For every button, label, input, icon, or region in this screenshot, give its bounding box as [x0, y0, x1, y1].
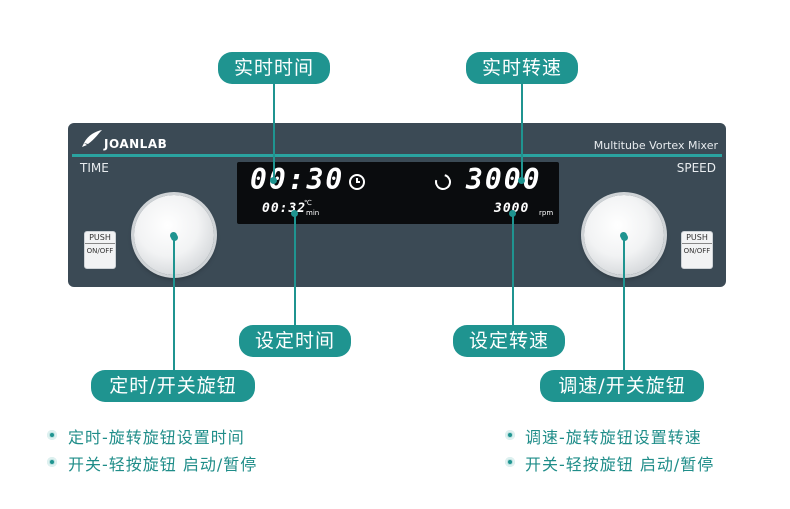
realtime-speed-callout: 实时转速 [466, 52, 578, 84]
bullet-icon [47, 430, 57, 440]
lcd-display [237, 162, 559, 224]
bullet-icon [505, 430, 515, 440]
bullet-icon [505, 457, 515, 467]
brand-logo-text: JOANLAB [104, 137, 168, 151]
product-name: Multitube Vortex Mixer [593, 139, 718, 152]
knob-indicator [621, 234, 628, 241]
desc-right-1: 调速-旋转旋钮设置转速 [525, 428, 702, 447]
off-label: OFF [696, 247, 711, 255]
leader-realtime-speed [521, 84, 523, 180]
timer-push-button[interactable]: PUSH ON/OFF [84, 231, 116, 269]
knob-indicator [171, 234, 178, 241]
rpm-unit: rpm [539, 209, 554, 217]
push-label: PUSH [85, 232, 115, 244]
leader-dot [518, 177, 525, 184]
leader-set-time [294, 213, 296, 326]
desc-left-1: 定时-旋转旋钮设置时间 [68, 428, 245, 447]
off-label: OFF [99, 247, 114, 255]
leader-timer-knob [173, 237, 175, 371]
on-label: ON [86, 247, 98, 255]
realtime-time-value: 00:30 [250, 163, 345, 196]
realtime-time-callout: 实时时间 [218, 52, 330, 84]
fish-logo-icon [82, 130, 102, 147]
bullet-icon [47, 457, 57, 467]
speed-push-button[interactable]: PUSH ON/OFF [681, 231, 713, 269]
leader-set-speed [512, 213, 514, 326]
speed-label: SPEED [676, 161, 716, 175]
desc-left-2: 开关-轻按旋钮 启动/暂停 [68, 455, 258, 474]
clock-icon [349, 174, 365, 190]
timer-knob-callout: 定时/开关旋钮 [91, 370, 255, 402]
set-time-value: 00:32 [262, 201, 307, 216]
leader-dot [509, 210, 516, 217]
time-label: TIME [80, 161, 109, 175]
speed-knob-callout: 调速/开关旋钮 [540, 370, 704, 402]
leader-dot [270, 177, 277, 184]
set-speed-value: 3000 [494, 201, 530, 216]
desc-right-2: 开关-轻按旋钮 启动/暂停 [525, 455, 715, 474]
leader-speed-knob [623, 237, 625, 371]
on-label: ON [683, 247, 695, 255]
set-speed-callout: 设定转速 [453, 325, 565, 357]
leader-realtime-time [273, 84, 275, 180]
min-unit: min [306, 209, 320, 217]
push-label: PUSH [682, 232, 712, 244]
realtime-speed-value: 3000 [466, 163, 542, 196]
panel-accent-line [72, 154, 722, 157]
leader-dot [291, 210, 298, 217]
temp-unit: ℃ [304, 199, 312, 207]
set-time-callout: 设定时间 [239, 325, 351, 357]
